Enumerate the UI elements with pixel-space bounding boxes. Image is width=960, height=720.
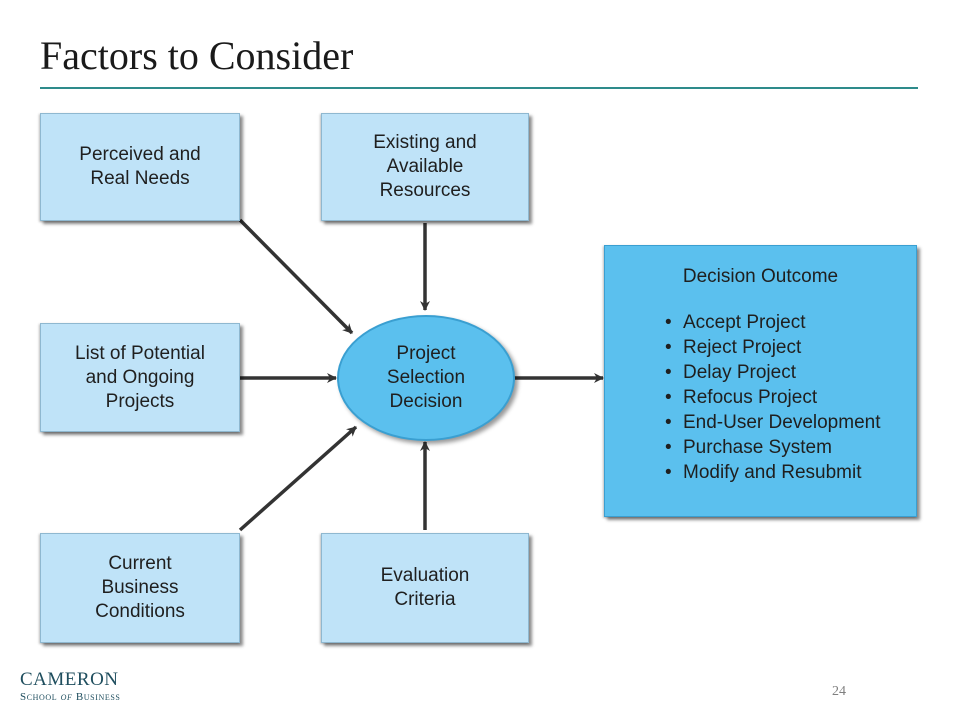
outcome-item: • Purchase System — [665, 435, 880, 460]
outcome-title: Decision Outcome — [682, 266, 839, 287]
slide-title: Factors to Consider — [40, 33, 354, 78]
title-divider — [40, 87, 918, 89]
outcome-item-label: Modify and Resubmit — [683, 462, 862, 483]
page-number: 24 — [832, 684, 846, 699]
logo-sub-prefix: School — [20, 691, 61, 703]
logo-wordmark: CAMERON — [20, 669, 119, 690]
outcome-item: • Accept Project — [665, 310, 880, 335]
input-box-potential-projects: List of Potential and Ongoing Projects — [40, 323, 240, 432]
outcome-item: • Refocus Project — [665, 385, 880, 410]
logo-sub-of: of — [60, 691, 73, 703]
bullet-icon: • — [665, 312, 672, 333]
outcome-item-label: Delay Project — [683, 362, 796, 383]
outcome-item: • Reject Project — [665, 335, 880, 360]
bullet-icon: • — [665, 412, 672, 433]
outcome-item-label: Reject Project — [683, 337, 802, 358]
outcome-item-label: Refocus Project — [683, 387, 818, 408]
logo-sub-suffix: Business — [72, 691, 121, 703]
bullet-icon: • — [665, 362, 672, 383]
outcome-item: • Delay Project — [665, 360, 880, 385]
bullet-icon: • — [665, 387, 672, 408]
logo-subtitle: School of Business — [20, 690, 120, 704]
input-box-resources: Existing and Available Resources — [321, 113, 529, 221]
bullet-icon: • — [665, 337, 672, 358]
school-logo: CAMERON School of Business — [20, 670, 120, 704]
bullet-icon: • — [665, 437, 672, 458]
bullet-icon: • — [665, 462, 672, 483]
outcome-box: Decision Outcome • Accept Project • Reject… — [604, 245, 917, 517]
outcome-item-label: Purchase System — [683, 437, 832, 458]
outcome-item: • Modify and Resubmit — [665, 460, 880, 485]
input-box-evaluation-criteria: Evaluation Criteria — [321, 533, 529, 643]
outcome-item-label: End-User Development — [683, 412, 881, 433]
outcome-list: • Accept Project • Reject Project • Delay P… — [665, 310, 880, 485]
outcome-item-label: Accept Project — [683, 312, 806, 333]
decision-node: Project Selection Decision — [337, 315, 515, 441]
outcome-item: • End-User Development — [665, 410, 880, 435]
arrow-conditions-to-decision — [238, 425, 358, 532]
input-box-business-conditions: Current Business Conditions — [40, 533, 240, 643]
arrow-needs-to-decision — [238, 218, 354, 335]
input-box-perceived-needs: Perceived and Real Needs — [40, 113, 240, 221]
